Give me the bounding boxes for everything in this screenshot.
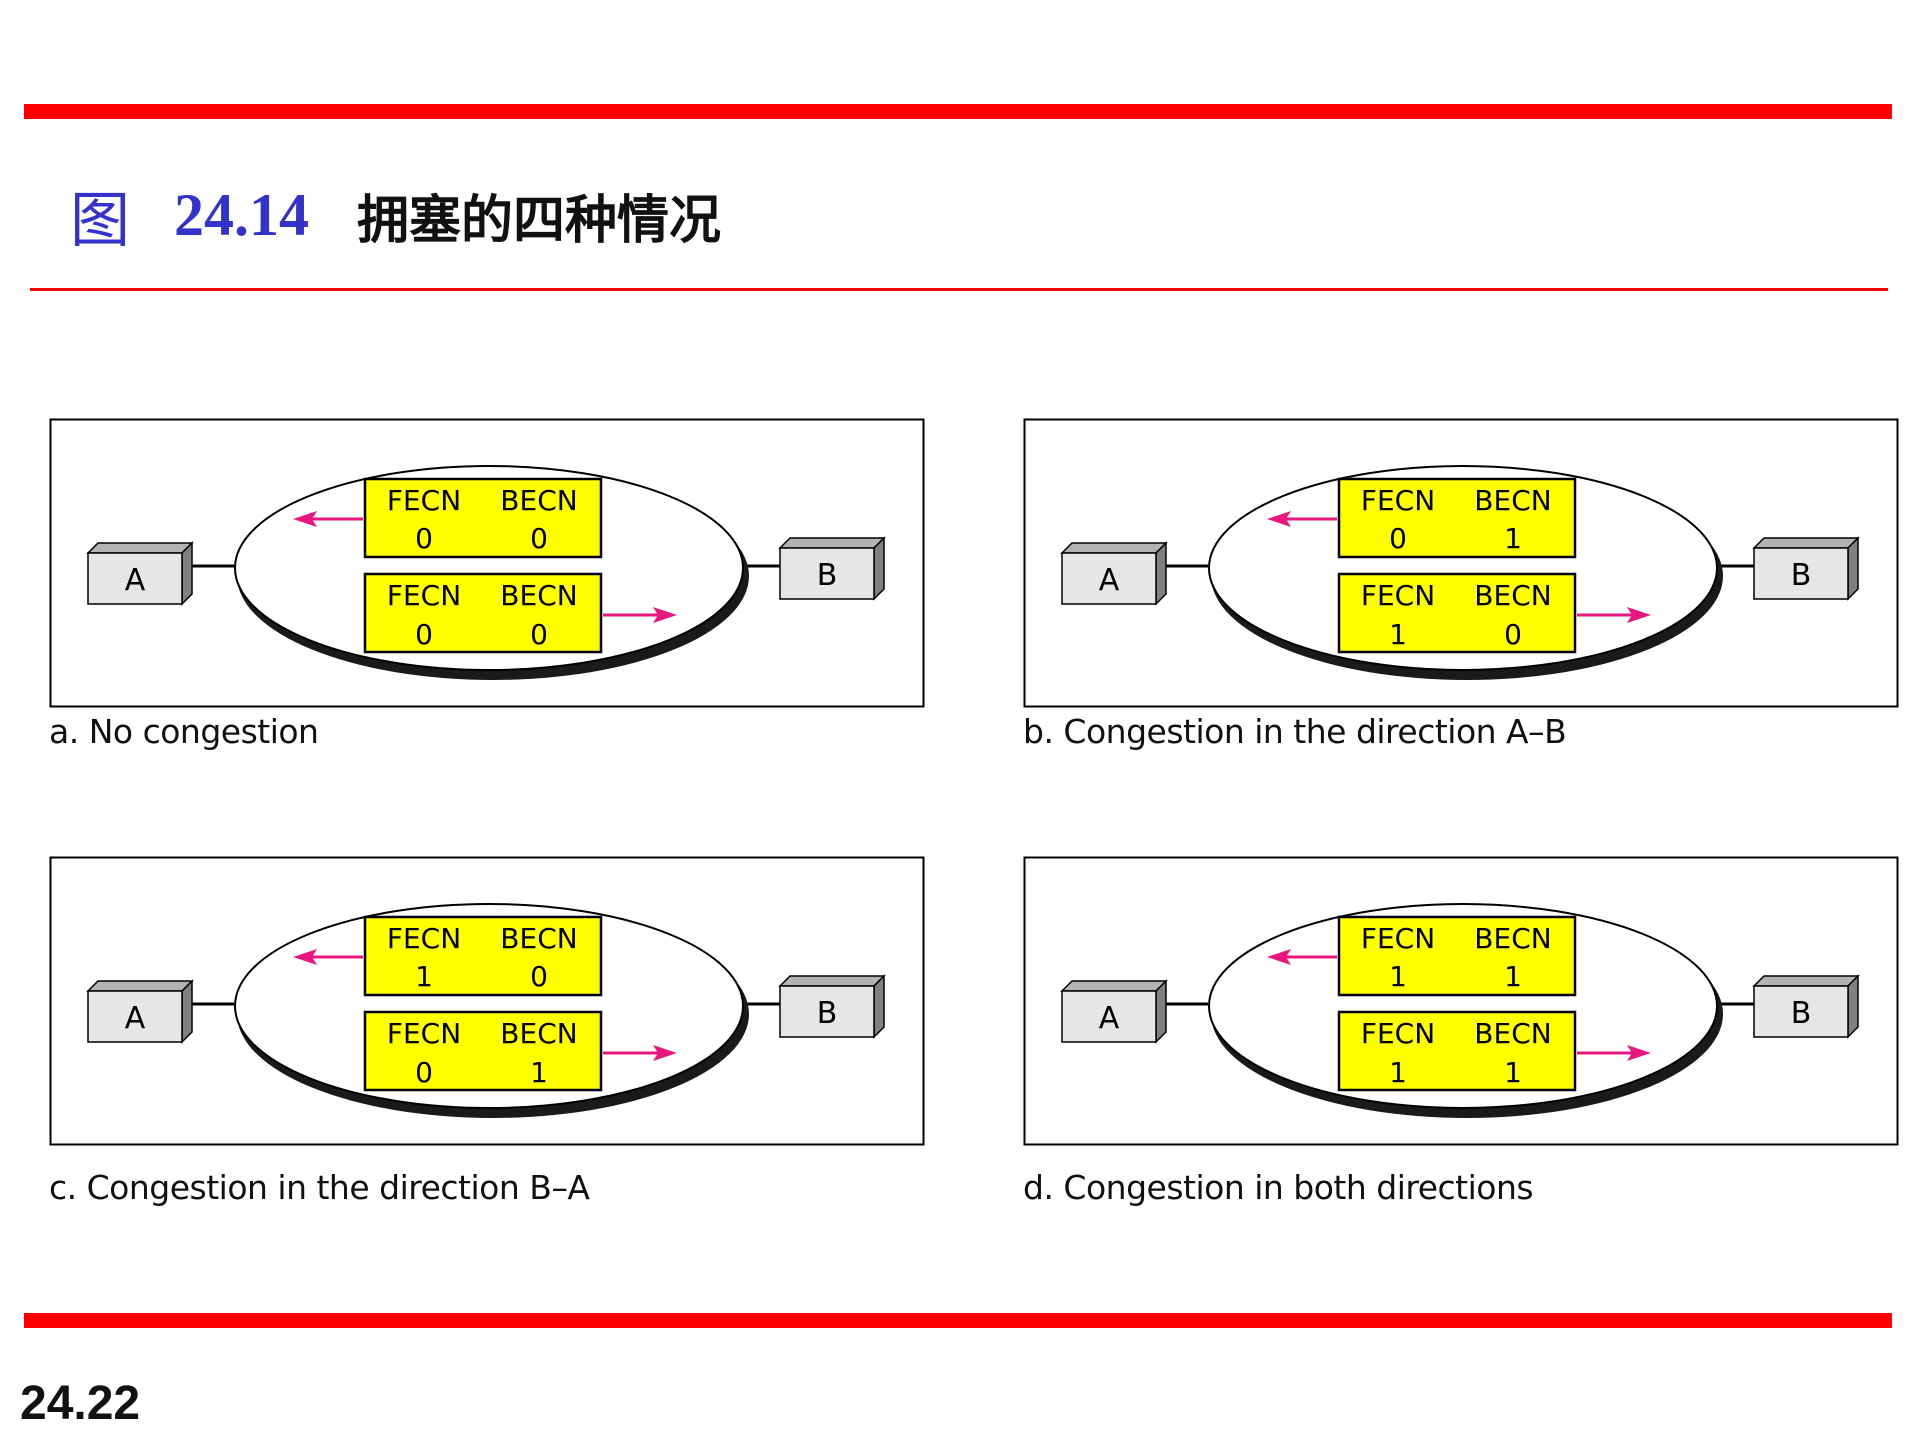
panel-c-diagram: A B FECN BECN 1 0 FECN BECN 0 1 bbox=[49, 856, 925, 1146]
frame-box-b-to-a: FECN BECN 1 1 bbox=[1337, 915, 1577, 997]
arrow-right bbox=[1577, 1045, 1651, 1061]
fecn-label: FECN bbox=[387, 1017, 461, 1050]
fecn-label: FECN bbox=[1361, 579, 1435, 612]
title-text: 拥塞的四种情况 bbox=[357, 190, 722, 251]
fecn-value: 0 bbox=[415, 522, 433, 555]
network-cloud bbox=[234, 465, 744, 671]
becn-value: 1 bbox=[1504, 522, 1522, 555]
top-red-rule bbox=[24, 104, 1892, 119]
frame-box-b-to-a: FECN BECN 0 1 bbox=[1337, 477, 1577, 559]
fecn-label: FECN bbox=[1361, 1017, 1435, 1050]
becn-label: BECN bbox=[500, 579, 577, 612]
node-a: A bbox=[86, 541, 194, 606]
arrow-left bbox=[1267, 511, 1337, 527]
becn-label: BECN bbox=[500, 484, 577, 517]
becn-value: 0 bbox=[530, 522, 548, 555]
fecn-value: 0 bbox=[415, 618, 433, 651]
fecn-value: 1 bbox=[415, 960, 433, 993]
frame-box-a-to-b: FECN BECN 1 1 bbox=[1337, 1010, 1577, 1092]
fecn-value: 1 bbox=[1389, 1056, 1407, 1089]
node-a-label: A bbox=[1099, 563, 1120, 598]
arrow-left bbox=[293, 511, 363, 527]
node-a-label: A bbox=[125, 563, 146, 598]
panel-a-diagram: A B FECN BECN 0 0 FECN BECN 0 0 bbox=[49, 418, 925, 708]
fecn-value: 1 bbox=[1389, 618, 1407, 651]
caption-a: a. No congestion bbox=[49, 712, 319, 751]
node-b-label: B bbox=[1791, 558, 1812, 593]
node-b: B bbox=[1752, 974, 1860, 1039]
becn-label: BECN bbox=[1474, 1017, 1551, 1050]
node-b-label: B bbox=[1791, 996, 1812, 1031]
becn-value: 1 bbox=[530, 1056, 548, 1089]
bottom-red-rule bbox=[24, 1313, 1892, 1328]
fecn-label: FECN bbox=[1361, 484, 1435, 517]
figure-number: 24.14 bbox=[174, 181, 309, 248]
becn-value: 0 bbox=[530, 960, 548, 993]
title-underline-rule bbox=[30, 288, 1888, 291]
frame-box-a-to-b: FECN BECN 1 0 bbox=[1337, 572, 1577, 654]
panel-d-diagram: A B FECN BECN 1 1 FECN BECN 1 1 bbox=[1023, 856, 1899, 1146]
arrow-left bbox=[1267, 949, 1337, 965]
node-a-label: A bbox=[1099, 1001, 1120, 1036]
title-prefix: 图 bbox=[70, 185, 130, 256]
node-b: B bbox=[1752, 536, 1860, 601]
network-cloud bbox=[1208, 903, 1718, 1109]
becn-label: BECN bbox=[500, 922, 577, 955]
becn-value: 1 bbox=[1504, 960, 1522, 993]
node-b: B bbox=[778, 536, 886, 601]
caption-b: b. Congestion in the direction A–B bbox=[1023, 712, 1567, 751]
node-b-label: B bbox=[817, 996, 838, 1031]
fecn-value: 0 bbox=[415, 1056, 433, 1089]
arrow-left bbox=[293, 949, 363, 965]
fecn-label: FECN bbox=[387, 922, 461, 955]
node-a: A bbox=[86, 979, 194, 1044]
becn-label: BECN bbox=[1474, 579, 1551, 612]
fecn-value: 0 bbox=[1389, 522, 1407, 555]
frame-box-a-to-b: FECN BECN 0 1 bbox=[363, 1010, 603, 1092]
page-number: 24.22 bbox=[20, 1377, 141, 1430]
caption-d: d. Congestion in both directions bbox=[1023, 1168, 1534, 1207]
arrow-right bbox=[603, 1045, 677, 1061]
becn-value: 0 bbox=[1504, 618, 1522, 651]
caption-c: c. Congestion in the direction B–A bbox=[49, 1168, 590, 1207]
fecn-label: FECN bbox=[387, 579, 461, 612]
fecn-label: FECN bbox=[387, 484, 461, 517]
network-cloud bbox=[1208, 465, 1718, 671]
arrow-right bbox=[603, 607, 677, 623]
fecn-value: 1 bbox=[1389, 960, 1407, 993]
becn-value: 1 bbox=[1504, 1056, 1522, 1089]
node-a: A bbox=[1060, 979, 1168, 1044]
frame-box-b-to-a: FECN BECN 0 0 bbox=[363, 477, 603, 559]
node-b: B bbox=[778, 974, 886, 1039]
becn-value: 0 bbox=[530, 618, 548, 651]
panel-b-diagram: A B FECN BECN 0 1 FECN BECN 1 0 bbox=[1023, 418, 1899, 708]
node-b-label: B bbox=[817, 558, 838, 593]
slide-title: 图 24.14 拥塞的四种情况 bbox=[70, 170, 721, 260]
node-a-label: A bbox=[125, 1001, 146, 1036]
fecn-label: FECN bbox=[1361, 922, 1435, 955]
arrow-right bbox=[1577, 607, 1651, 623]
network-cloud bbox=[234, 903, 744, 1109]
frame-box-b-to-a: FECN BECN 1 0 bbox=[363, 915, 603, 997]
node-a: A bbox=[1060, 541, 1168, 606]
frame-box-a-to-b: FECN BECN 0 0 bbox=[363, 572, 603, 654]
becn-label: BECN bbox=[1474, 922, 1551, 955]
becn-label: BECN bbox=[1474, 484, 1551, 517]
becn-label: BECN bbox=[500, 1017, 577, 1050]
